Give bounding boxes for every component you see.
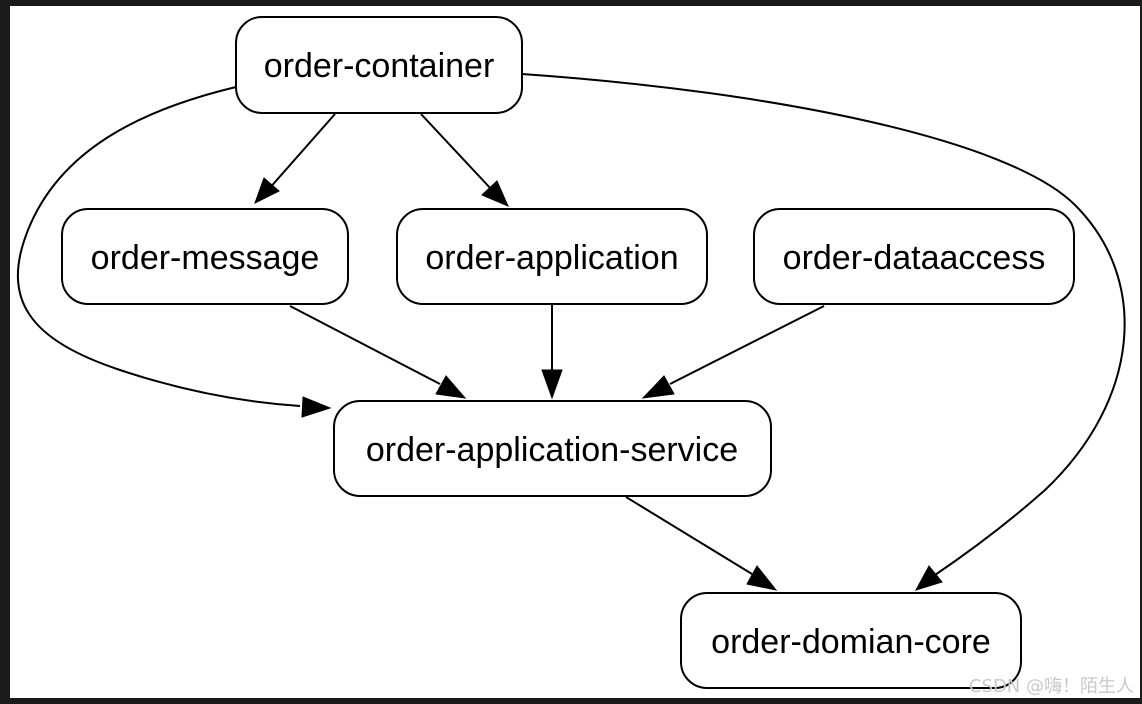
arrowhead-application — [481, 180, 509, 207]
node-order-domian-core[interactable]: order-domian-core — [680, 592, 1022, 689]
arrowhead-application-appservice — [541, 369, 563, 400]
edge-container-to-message — [267, 113, 336, 191]
node-label: order-application — [425, 239, 678, 277]
arrowhead-message — [254, 177, 280, 205]
edge-dataaccess-to-appservice — [669, 305, 825, 385]
arrowhead-core-right — [914, 565, 943, 591]
node-order-application[interactable]: order-application — [396, 208, 708, 305]
node-order-message[interactable]: order-message — [61, 208, 349, 305]
node-order-dataaccess[interactable]: order-dataaccess — [753, 208, 1075, 305]
node-label: order-application-service — [366, 431, 738, 469]
node-order-container[interactable]: order-container — [235, 16, 523, 114]
edge-container-to-application — [420, 113, 493, 191]
arrowhead-dataaccess-appservice — [641, 375, 675, 399]
node-label: order-dataaccess — [783, 239, 1046, 277]
node-label: order-message — [91, 239, 320, 277]
node-label: order-container — [264, 47, 495, 85]
arrowhead-message-appservice — [435, 375, 467, 399]
diagram-background — [10, 6, 1140, 698]
watermark: CSDN @嗨！陌生人 — [969, 676, 1134, 697]
node-label: order-domian-core — [711, 623, 991, 661]
edge-container-to-appservice — [17, 86, 301, 407]
node-order-application-service[interactable]: order-application-service — [333, 400, 772, 497]
edge-message-to-appservice — [289, 305, 441, 385]
edge-appservice-to-core — [625, 496, 753, 575]
arrowhead-appservice-core — [746, 565, 778, 591]
arrowhead-appservice-left — [301, 396, 332, 418]
edges — [17, 73, 1126, 591]
edge-container-to-core — [521, 73, 1126, 576]
